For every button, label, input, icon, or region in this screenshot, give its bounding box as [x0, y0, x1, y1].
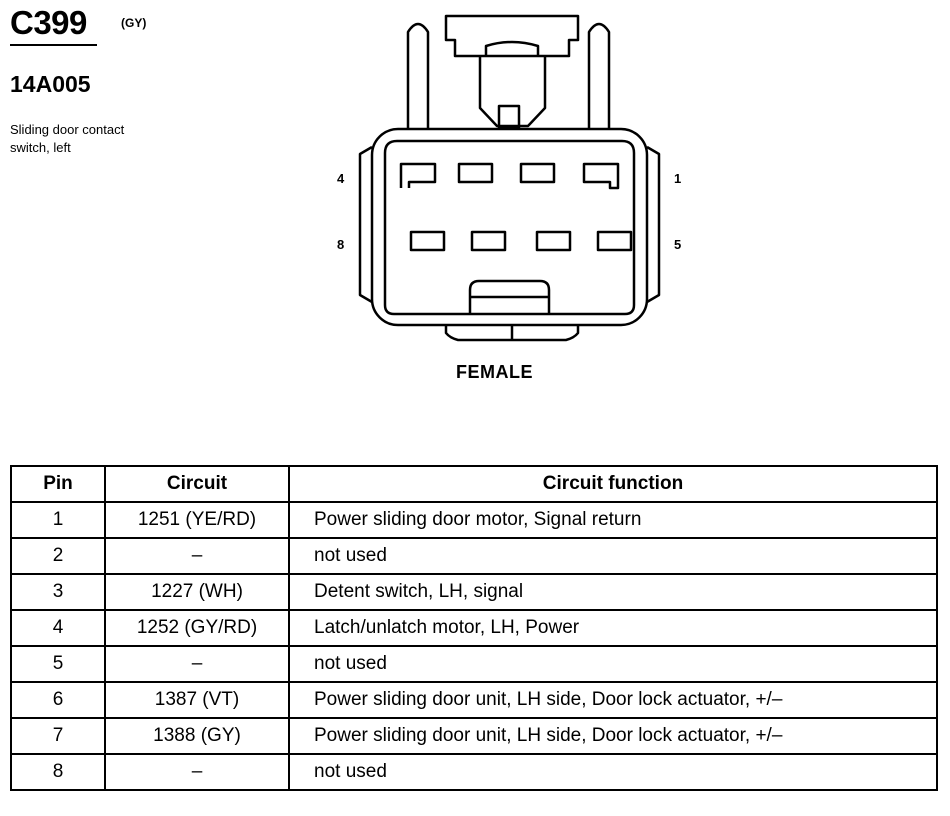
pin-label-bottom-left: 8	[337, 237, 345, 252]
table-row: 5 – not used	[10, 645, 938, 683]
cavity-pin-5	[596, 230, 633, 252]
cavity-pin-8	[409, 230, 446, 252]
cell-pin: 1	[10, 501, 106, 539]
cell-pin: 5	[10, 645, 106, 683]
table-row: 6 1387 (VT) Power sliding door unit, LH …	[10, 681, 938, 719]
cavity-pin-6	[535, 230, 572, 252]
cell-circuit: 1387 (VT)	[104, 681, 290, 719]
description-line-1: Sliding door contact	[10, 122, 125, 137]
cell-function: Detent switch, LH, signal	[288, 573, 938, 611]
cell-circuit: 1388 (GY)	[104, 717, 290, 755]
header-circuit-function: Circuit function	[288, 465, 938, 503]
cell-circuit: –	[104, 753, 290, 791]
table-row: 3 1227 (WH) Detent switch, LH, signal	[10, 573, 938, 611]
connector-id: C399	[10, 4, 87, 41]
pinout-table: Pin Circuit Circuit function 1 1251 (YE/…	[10, 465, 938, 791]
cell-function: Power sliding door motor, Signal return	[288, 501, 938, 539]
cell-circuit: –	[104, 645, 290, 683]
cavity-pin-3	[457, 162, 494, 184]
lock-housing	[444, 14, 580, 58]
cell-circuit: 1252 (GY/RD)	[104, 609, 290, 647]
connector-gender-label: FEMALE	[456, 362, 533, 382]
cell-circuit: 1227 (WH)	[104, 573, 290, 611]
cavity-pin-1	[582, 162, 620, 190]
cavity-pin-7	[470, 230, 507, 252]
cell-function: not used	[288, 753, 938, 791]
lock-window	[497, 104, 521, 130]
table-row: 8 – not used	[10, 753, 938, 791]
cavity-pin-4	[399, 162, 437, 188]
connector-face-diagram	[358, 14, 661, 342]
connector-id-underline	[10, 44, 97, 46]
cell-pin: 7	[10, 717, 106, 755]
connector-outer-body	[370, 127, 649, 327]
cell-circuit: 1251 (YE/RD)	[104, 501, 290, 539]
cell-circuit: –	[104, 537, 290, 575]
cell-function: Power sliding door unit, LH side, Door l…	[288, 681, 938, 719]
table-header-row: Pin Circuit Circuit function	[10, 465, 938, 503]
right-side-rib	[646, 145, 661, 304]
bottom-key	[468, 279, 551, 314]
header-circuit: Circuit	[104, 465, 290, 503]
lock-tab	[478, 56, 547, 128]
header-pin: Pin	[10, 465, 106, 503]
connector-description: Sliding door contact switch, left	[10, 121, 210, 157]
part-number: 14A005	[10, 71, 91, 97]
table-row: 7 1388 (GY) Power sliding door unit, LH …	[10, 717, 938, 755]
cell-function: Latch/unlatch motor, LH, Power	[288, 609, 938, 647]
cell-pin: 4	[10, 609, 106, 647]
connector-color-code: (GY)	[121, 16, 147, 30]
pin-label-bottom-right: 5	[674, 237, 682, 252]
cavity-pin-2	[519, 162, 556, 184]
lock-tab-top	[484, 40, 540, 56]
pin-label-top-right: 1	[674, 171, 682, 186]
cell-function: Power sliding door unit, LH side, Door l…	[288, 717, 938, 755]
connector-inner-cavity	[383, 139, 636, 316]
cell-pin: 3	[10, 573, 106, 611]
left-side-rib	[358, 145, 373, 304]
table-row: 4 1252 (GY/RD) Latch/unlatch motor, LH, …	[10, 609, 938, 647]
cell-pin: 2	[10, 537, 106, 575]
cell-pin: 8	[10, 753, 106, 791]
cell-function: not used	[288, 645, 938, 683]
description-line-2: switch, left	[10, 140, 71, 155]
pin-label-top-left: 4	[337, 171, 345, 186]
table-row: 2 – not used	[10, 537, 938, 575]
cell-function: not used	[288, 537, 938, 575]
right-latch-arm	[587, 22, 611, 130]
left-latch-arm	[406, 22, 430, 130]
table-row: 1 1251 (YE/RD) Power sliding door motor,…	[10, 501, 938, 539]
cell-pin: 6	[10, 681, 106, 719]
